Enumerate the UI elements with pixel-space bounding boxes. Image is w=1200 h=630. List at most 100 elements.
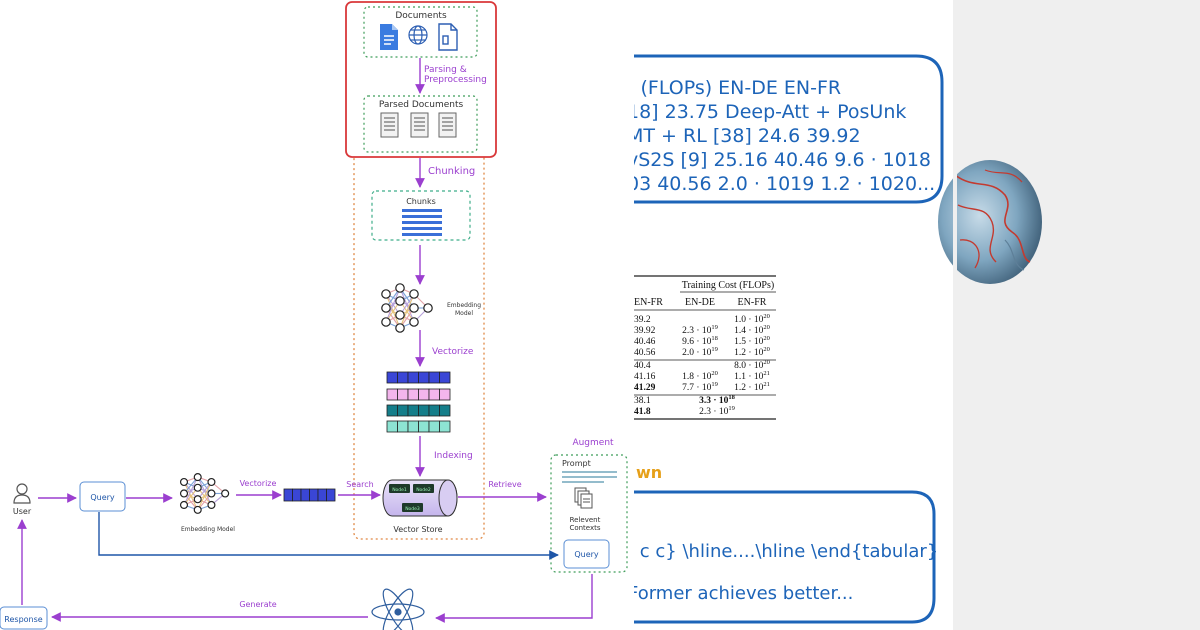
vector-cell [418,420,430,433]
indexing-label: Indexing [434,451,473,461]
vector-store-label: Vector Store [393,525,442,534]
google-doc-icon [380,24,398,50]
table-cell: 39.2 [634,315,651,325]
neuron-node [193,473,202,482]
vector-cell [418,388,430,401]
neuron-node [395,310,405,320]
chunks-box [371,190,471,241]
vector-cell [428,388,440,401]
table-col-left: EN-FR [634,297,663,308]
vector-embeddings-stack [386,371,451,433]
neuron-node [381,317,391,327]
vector-node-2: Node2 [416,487,431,493]
top-card-line-3: MT + RL [38] 24.6 39.92 [627,125,861,147]
neuron-node [193,505,202,514]
vector-cell [439,404,451,417]
vector-cell [439,420,451,433]
rag-diagram: Documents Parsing & Preprocessing Parse [0,1,628,630]
table-cell: 8.0 · 1020 [734,359,770,371]
top-card-line-5: 03 40.56 2.0 · 1019 1.2 · 1020... [627,173,935,195]
table-cell: 41.8 [634,407,651,417]
documents-box [363,6,478,58]
parsed-documents-label: Parsed Documents [379,100,464,110]
vector-cell [386,371,398,384]
vector-node-1: Node1 [392,487,407,493]
bottom-handwritten-card: : c c} \hline....\hline \end{tabular} Fo… [628,490,938,624]
gray-side-panel [953,0,1200,630]
table-cell: 1.2 · 1021 [734,381,770,393]
bottom-card-line-2: Former achieves better... [628,583,853,604]
vector-cell [397,371,409,384]
neuron-node [381,289,391,299]
table-cell: 40.56 [634,348,656,358]
vector-cell [397,404,409,417]
neuron-node [179,477,189,487]
prompt-query-box [563,539,610,569]
parsing-label-2: Preprocessing [424,75,487,85]
table-cell: 3.3 · 1018 [699,394,736,406]
vector-cell [397,388,409,401]
chunks-icon [402,209,442,236]
query-vector-cell [309,488,319,502]
table-cell: 2.0 · 1019 [682,346,718,358]
query-vector [283,488,336,502]
vector-cell [428,420,440,433]
table-cell: 1.4 · 1020 [734,324,770,336]
vector-cell [397,420,409,433]
table-cell: 40.46 [634,337,656,347]
table-cell: 1.8 · 1020 [682,370,718,382]
table-cell: 7.7 · 1019 [682,381,718,393]
query-label: Query [90,493,115,502]
chunking-label: Chunking [428,166,475,177]
table-cell: 2.3 · 1019 [682,324,718,336]
table-cell: 1.2 · 1020 [734,346,770,358]
embedding-model-bottom-label: Embedding Model [181,526,235,533]
vector-cell [407,371,419,384]
table-cell: 38.1 [634,396,651,406]
neuron-node [395,323,405,333]
generate-label: Generate [239,600,276,609]
embedding-model-top-label-2: Model [455,310,473,317]
neuron-node [207,477,216,487]
top-card-line-1: t (FLOPs) EN-DE EN-FR [627,77,841,99]
bottom-card-line-1: : c c} \hline....\hline \end{tabular} [628,541,938,562]
vector-cell [439,371,451,384]
response-box [0,606,48,630]
user-label: User [13,507,32,516]
vector-cell [407,404,419,417]
parsing-label-1: Parsing & [424,65,467,75]
neuron-node [207,500,216,510]
parsed-documents-box [363,95,478,153]
neuron-node [395,283,405,293]
query-vector-cell [317,488,327,502]
neuron-node [179,489,189,498]
table-cell: 9.6 · 1018 [682,335,718,347]
vector-cell [418,404,430,417]
top-handwritten-card: t (FLOPs) EN-DE EN-FR 18] 23.75 Deep-Att… [627,54,944,204]
globe-icon [408,25,428,45]
neuron-node [193,483,202,492]
paper-table: Training Cost (FLOPs) EN-FR EN-DE EN-FR … [634,275,776,420]
query-vector-cell [283,488,293,502]
neuron-node [381,303,391,313]
table-cell: 1.5 · 1020 [734,335,770,347]
query-vector-cell [326,488,336,502]
neuron-node [179,500,189,510]
neuron-node [409,303,419,313]
vector-cell [407,420,419,433]
table-header-group: Training Cost (FLOPs) [682,280,774,291]
embedding-model-top-label-1: Embedding [447,302,481,309]
relevant-contexts-label-2: Contexts [569,524,600,532]
vector-store-cylinder: Node1 Node2 Node3 [382,479,458,517]
vector-cell [428,371,440,384]
embedding-model-network-top [381,283,433,333]
vector-cell [407,388,419,401]
prompt-query-label: Query [574,550,599,559]
documents-label: Documents [395,11,447,21]
retrieve-label: Retrieve [488,480,521,489]
brain-image [938,150,1042,300]
vector-cell [439,388,451,401]
user-icon [13,483,31,504]
table-col-mid: EN-DE [685,297,715,308]
neuron-node [409,317,419,327]
